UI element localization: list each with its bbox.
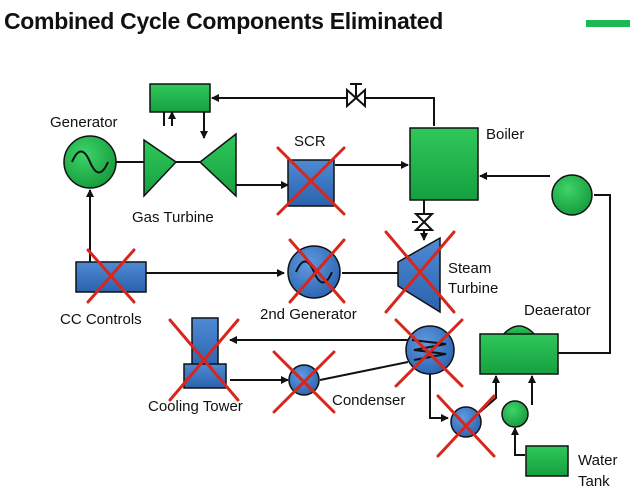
label-condenser: Condenser <box>332 392 405 409</box>
scr-cross-icon <box>276 146 346 216</box>
condensate-pump <box>450 406 482 438</box>
label-2nd-generator: 2nd Generator <box>260 306 357 323</box>
second-generator-cross-icon <box>288 238 346 304</box>
label-gas-turbine: Gas Turbine <box>132 209 214 226</box>
label-tank: Tank <box>578 473 610 490</box>
elimination-crosses <box>86 146 496 458</box>
top-box <box>149 83 211 113</box>
boiler <box>409 127 479 201</box>
valve-icon <box>346 83 366 109</box>
label-scr: SCR <box>294 133 326 150</box>
label-boiler: Boiler <box>486 126 524 143</box>
label-turbine: Turbine <box>448 280 498 297</box>
pipe-tank-to-pump <box>511 427 525 456</box>
steam-valve-icon <box>412 213 435 231</box>
accent-bar <box>586 20 630 27</box>
pipe-boiler-to-top-box <box>366 97 435 126</box>
label-deaerator: Deaerator <box>524 302 591 319</box>
condensate-pump-cross-icon <box>436 394 496 458</box>
deaerator <box>479 325 559 375</box>
cooling-tower-cross-icon <box>168 318 240 402</box>
slide-title: Combined Cycle Components Eliminated <box>4 8 444 34</box>
steam-turbine-cross-icon <box>384 230 456 314</box>
makeup-pump <box>501 400 529 428</box>
cooling-pump-cross-icon <box>272 350 336 414</box>
label-cc-controls: CC Controls <box>60 311 142 328</box>
cc-controls-cross-icon <box>86 248 136 304</box>
pipe-condenser-down <box>429 372 449 422</box>
label-water: Water <box>578 452 617 469</box>
label-generator: Generator <box>50 114 118 131</box>
generator <box>63 135 117 189</box>
pipe-deaerator-to-feed-pump <box>558 194 611 354</box>
water-tank <box>525 445 569 477</box>
label-cooling-tower: Cooling Tower <box>148 398 243 415</box>
pipe-pump-to-condenser <box>319 361 409 381</box>
feed-pump <box>551 174 593 216</box>
gas-turbine-compressor <box>143 138 178 198</box>
condenser-cross-icon <box>394 318 464 388</box>
label-steam: Steam <box>448 260 491 277</box>
gas-turbine-expander <box>198 132 237 198</box>
